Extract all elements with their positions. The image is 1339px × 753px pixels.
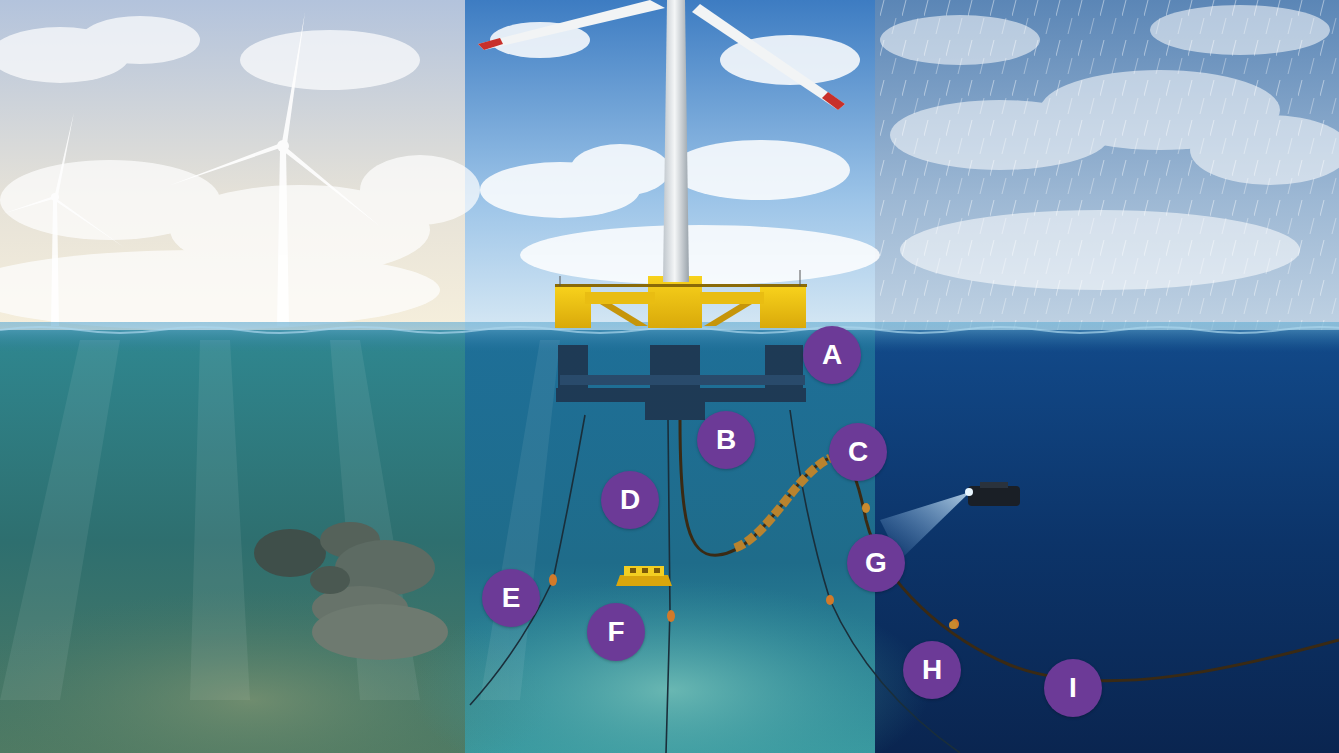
underwater-vehicle-part — [965, 488, 973, 496]
mooring-float-part — [549, 574, 557, 586]
main-turbine-part — [478, 0, 665, 50]
distant-turbine-part — [55, 112, 74, 196]
sky-part — [875, 0, 1339, 332]
floating-platform-part — [704, 304, 752, 326]
rocks-part — [312, 604, 448, 660]
floating-platform-part — [560, 276, 561, 286]
rocks-part — [310, 566, 350, 594]
light-rays-part — [0, 340, 120, 700]
distant-turbine-part — [277, 147, 289, 326]
clouds-part-part — [360, 155, 480, 225]
underwater-vehicle-part — [968, 486, 1020, 506]
callout-letter: G — [847, 534, 905, 592]
floating-platform-part — [648, 276, 702, 328]
callout-letter: H — [903, 641, 961, 699]
callout-letter: I — [1044, 659, 1102, 717]
subsea-sensor-part — [630, 568, 636, 573]
clouds-part-part — [80, 16, 200, 64]
sky-part — [465, 0, 876, 332]
submerged-hull — [556, 345, 806, 420]
floating-platform-part — [800, 270, 801, 286]
floating-platform-part — [760, 286, 806, 328]
clouds-part — [0, 16, 480, 330]
clouds-part-part — [670, 140, 850, 200]
callout-letter: E — [482, 569, 540, 627]
callout-text: F — [607, 618, 624, 646]
main-turbine-part — [663, 0, 689, 282]
subsea-sensor — [616, 566, 672, 586]
subsea-sensor-part — [624, 566, 664, 576]
distant-turbine — [2, 112, 125, 326]
callout-letter: C — [829, 423, 887, 481]
floating-platform-part — [585, 292, 655, 304]
mooring-lines-part — [790, 410, 960, 753]
callout-text: D — [620, 486, 640, 514]
underwater-vehicle-part — [980, 482, 1008, 488]
distant-turbine-part — [282, 12, 305, 144]
callout-letter: A — [803, 326, 861, 384]
cable-float-part — [862, 503, 870, 513]
dynamic-cable-part — [735, 458, 830, 548]
rocks-part — [254, 529, 326, 577]
distant-turbine-part — [54, 199, 125, 248]
main-turbine-part — [478, 38, 503, 50]
callout-text: C — [848, 438, 868, 466]
submerged-hull-part — [645, 398, 705, 420]
subsea-sensor-part — [654, 568, 660, 573]
callout-text: I — [1069, 674, 1077, 702]
distant-turbine — [168, 12, 382, 326]
clouds-part-part — [240, 30, 420, 90]
light-rays-part — [480, 340, 560, 700]
rocks — [254, 522, 448, 660]
callout-letter: B — [697, 411, 755, 469]
callout-letter: F — [587, 603, 645, 661]
mooring-lines-part — [666, 420, 670, 753]
submerged-hull-part — [560, 375, 805, 385]
distant-turbine-part — [168, 143, 281, 186]
callout-text: E — [502, 584, 521, 612]
main-turbine-part — [822, 92, 845, 110]
mooring-float-part — [826, 595, 834, 605]
subsea-sensor-part — [642, 568, 648, 573]
light-rays — [0, 340, 560, 700]
distant-turbine-part — [51, 197, 59, 326]
mooring-float-part — [667, 610, 675, 622]
clouds-part-part — [570, 144, 670, 196]
callout-text: G — [865, 549, 887, 577]
main-turbine-part — [692, 4, 845, 110]
distant-turbine-part — [283, 148, 382, 228]
dynamic-cable — [680, 420, 1339, 681]
subsea-sensor-part — [616, 575, 672, 586]
mooring-lines — [470, 410, 960, 753]
light-rays-part — [190, 340, 250, 700]
dynamic-cable-part — [680, 420, 1339, 681]
clouds-part-part — [0, 250, 440, 330]
floating-platform-part — [600, 304, 648, 326]
sea-part — [875, 330, 1339, 753]
callout-text: B — [716, 426, 736, 454]
main-turbine — [478, 0, 845, 282]
distant-turbine-part — [2, 196, 54, 214]
sea — [0, 322, 1339, 753]
rain — [875, 0, 1339, 330]
floating-platform-part — [555, 284, 807, 287]
floating-platform-part — [700, 292, 764, 304]
callout-text: H — [922, 656, 942, 684]
callout-text: A — [822, 341, 842, 369]
cable-float-part — [949, 621, 957, 629]
mooring-lines-part — [470, 415, 585, 705]
callout-letter: D — [601, 471, 659, 529]
